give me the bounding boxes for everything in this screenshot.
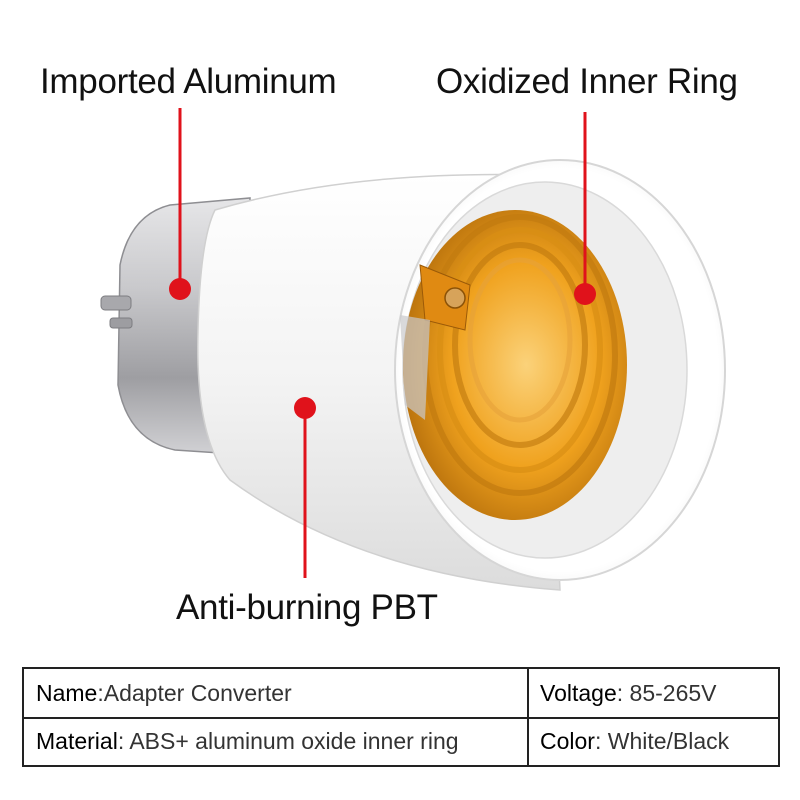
spec-material-label: Material: [36, 728, 118, 754]
spec-row-1: Name:Adapter Converter Voltage: 85-265V: [24, 669, 778, 719]
spec-material-value: : ABS+ aluminum oxide inner ring: [117, 728, 459, 754]
label-oxidized-inner-ring: Oxidized Inner Ring: [436, 62, 738, 101]
spec-color-label: Color: [540, 728, 595, 754]
callout-pbt: [294, 397, 316, 578]
spec-color: Color: White/Black: [540, 717, 729, 765]
lamp-adapter-illustration: [100, 108, 726, 591]
callout-aluminum: [169, 108, 191, 300]
spec-name: Name:Adapter Converter: [36, 669, 292, 717]
callout-inner-ring: [574, 112, 596, 305]
spec-name-label: Name: [36, 680, 98, 706]
spec-voltage-label: Voltage: [540, 680, 617, 706]
label-imported-aluminum: Imported Aluminum: [40, 62, 337, 101]
oxidized-inner-ring: [400, 210, 627, 520]
spec-row-2: Material: ABS+ aluminum oxide inner ring…: [24, 717, 778, 765]
spec-voltage: Voltage: 85-265V: [540, 669, 717, 717]
spec-name-value: :Adapter Converter: [97, 680, 292, 706]
spec-material: Material: ABS+ aluminum oxide inner ring: [36, 717, 459, 765]
spec-color-value: : White/Black: [594, 728, 730, 754]
spec-table: Name:Adapter Converter Voltage: 85-265V …: [22, 667, 780, 767]
spec-voltage-value: : 85-265V: [616, 680, 717, 706]
label-anti-burning-pbt: Anti-burning PBT: [176, 588, 438, 627]
